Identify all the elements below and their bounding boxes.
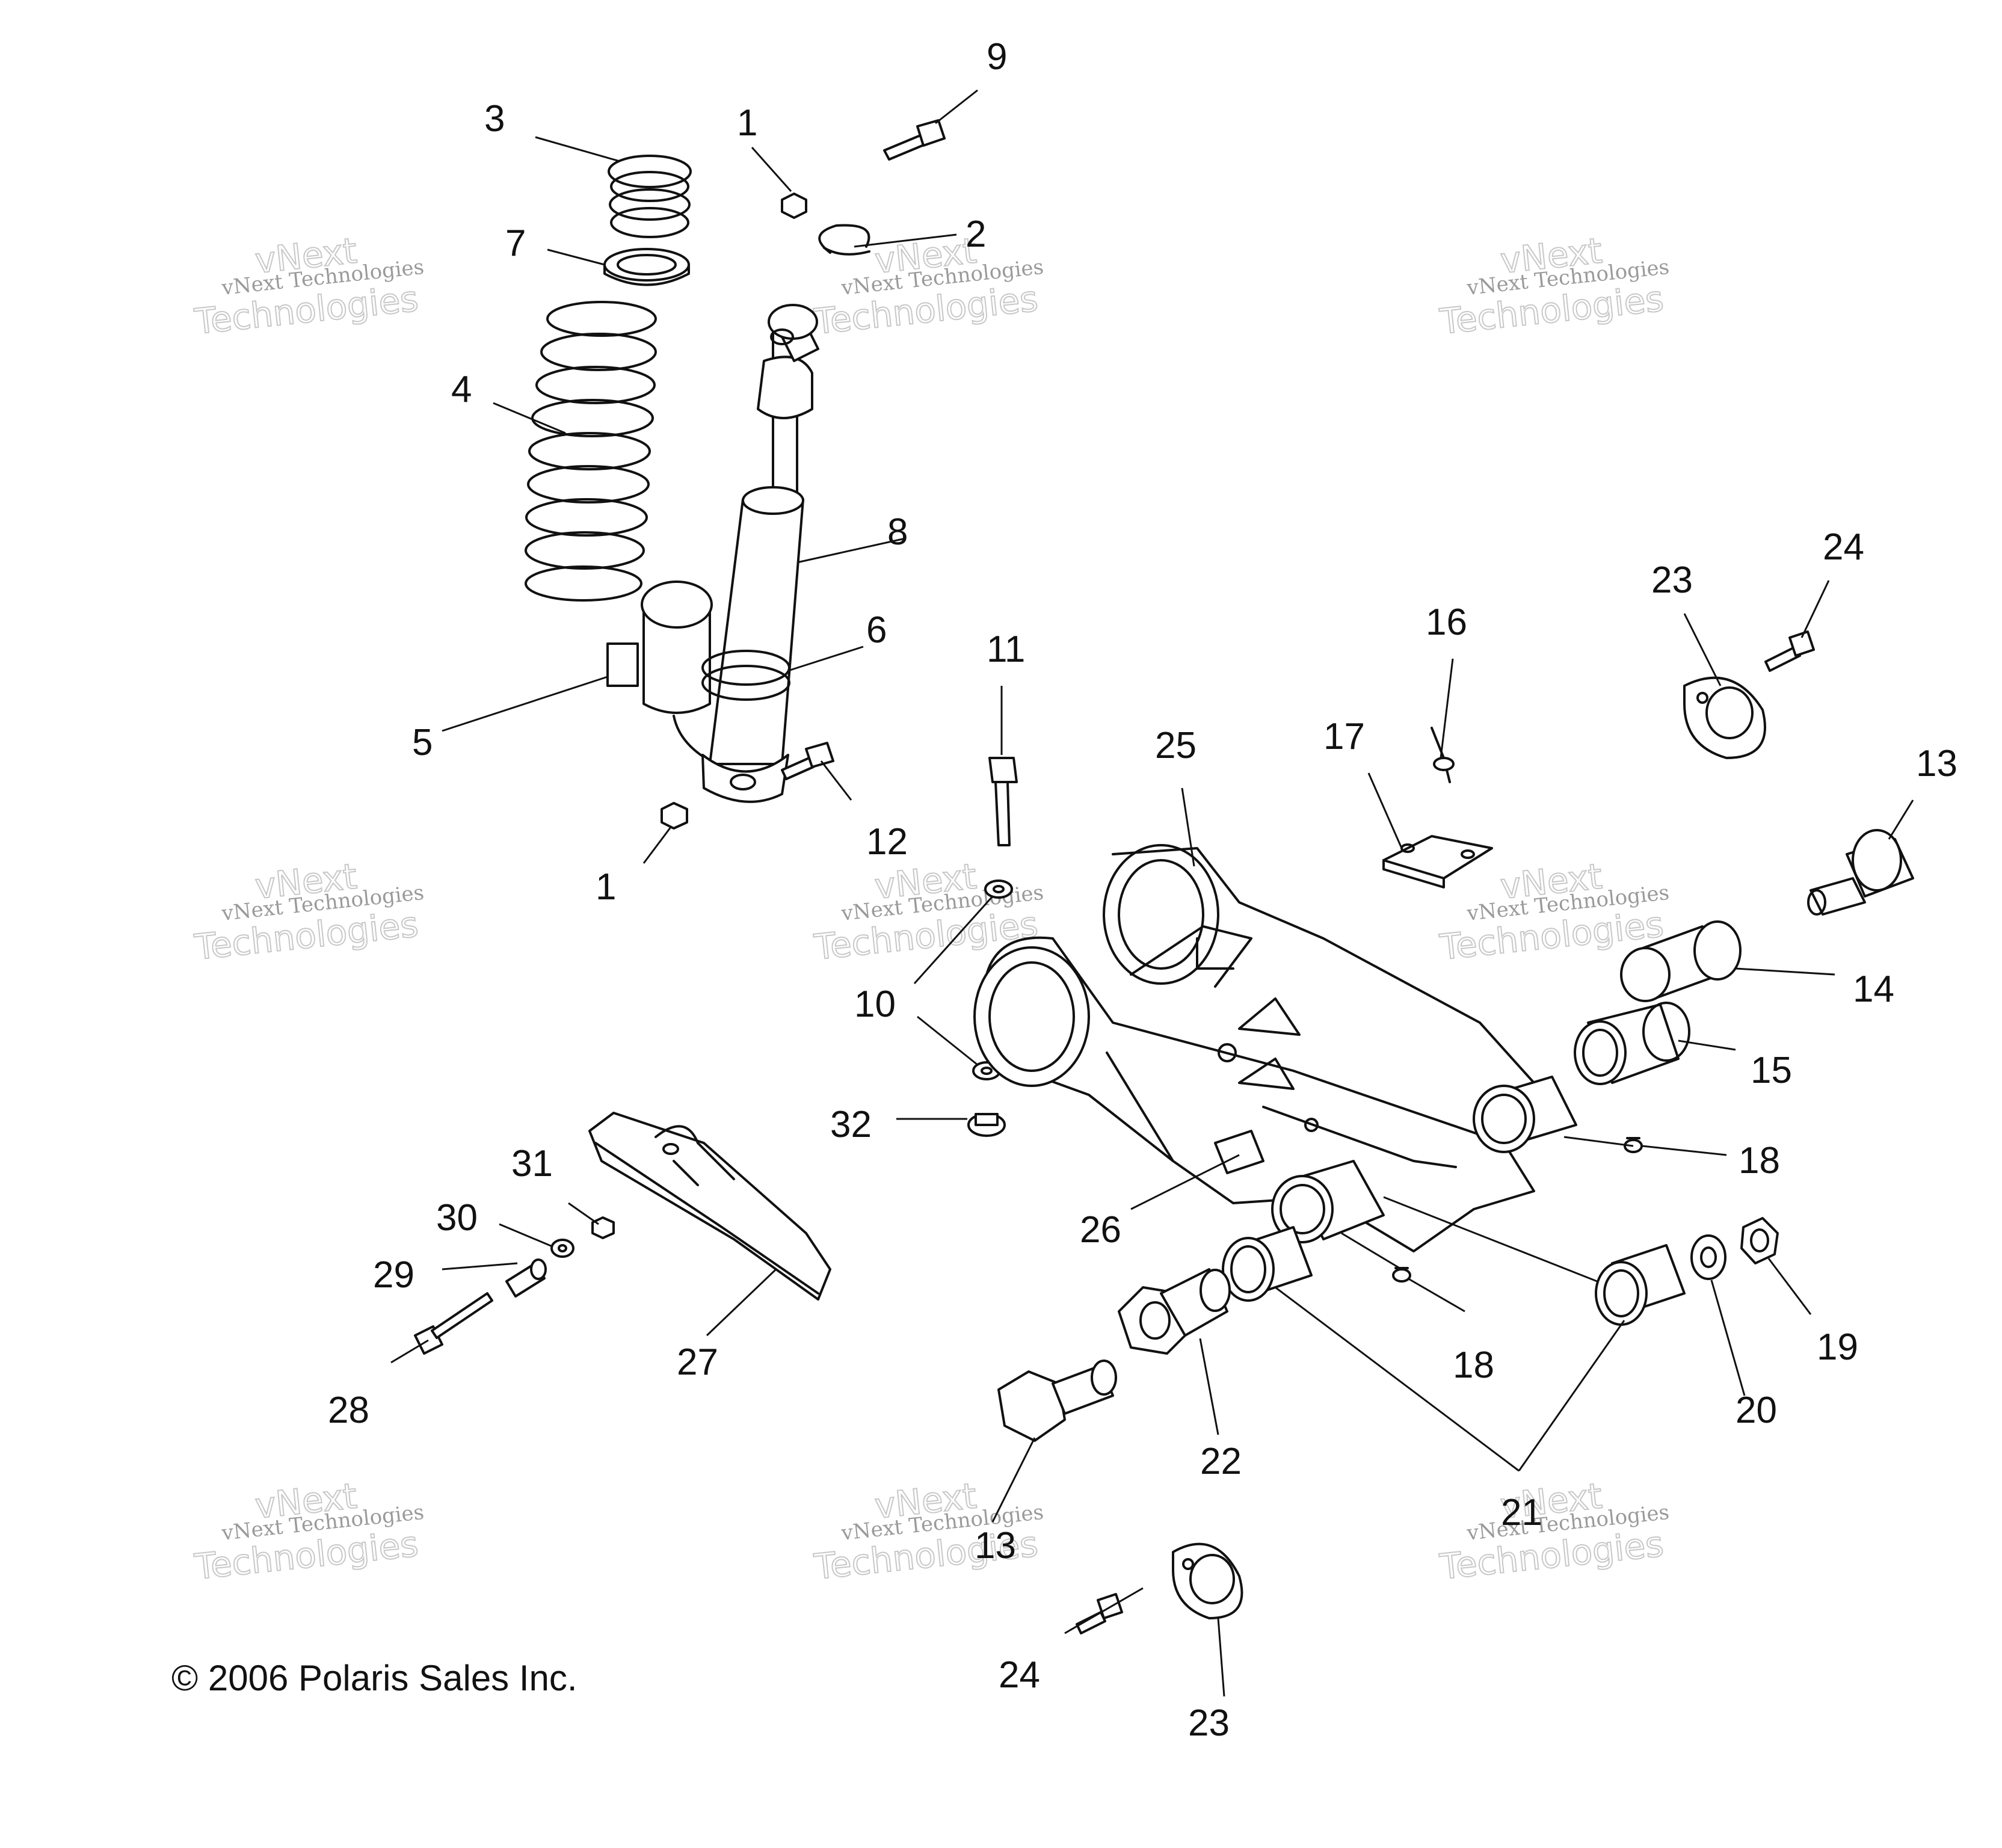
callout-labels: 3 1 9 2 7 4 8 6 5 12 1 11 10 32 25 17 16… <box>328 36 1957 1744</box>
callout-16: 16 <box>1426 602 1467 643</box>
leader-lines <box>390 89 1914 1697</box>
part-spring-retainer <box>608 155 692 238</box>
callout-13-lower: 13 <box>975 1525 1016 1566</box>
part-pad <box>1382 835 1493 889</box>
part-coil-spring <box>525 301 657 602</box>
part-flange-nut <box>967 1113 1006 1137</box>
callout-27: 27 <box>677 1341 718 1383</box>
callout-32: 32 <box>830 1104 872 1145</box>
watermarks: vNext vNext Technologies Technologies vN… <box>192 229 1671 1588</box>
part-bolt-28 <box>414 1292 493 1355</box>
callout-6: 6 <box>866 609 887 651</box>
part-bolt-9 <box>883 119 946 161</box>
part-retaining-clip <box>818 224 870 256</box>
callout-1-lower: 1 <box>596 866 616 908</box>
part-pivot-shaft-upper <box>1807 829 1914 916</box>
callout-4: 4 <box>451 369 472 410</box>
callout-28: 28 <box>328 1390 369 1431</box>
part-reservoir <box>606 581 717 765</box>
part-bearing-15 <box>1574 1002 1690 1085</box>
callout-29: 29 <box>373 1254 414 1296</box>
part-bushing-14 <box>1620 920 1742 1002</box>
part-shock-absorber <box>701 304 819 803</box>
part-washer-30 <box>550 1239 574 1258</box>
callout-25: 25 <box>1155 725 1197 766</box>
callout-11: 11 <box>987 629 1025 670</box>
part-grease-fitting <box>1431 727 1455 783</box>
part-slide-rail <box>588 1112 831 1301</box>
callout-23-upper: 23 <box>1651 559 1693 601</box>
part-bearing-21-right <box>1595 1244 1686 1326</box>
callout-22: 22 <box>1200 1441 1242 1482</box>
part-grease-fitting-18-lower <box>1392 1267 1411 1283</box>
part-nut-lower <box>661 802 688 830</box>
part-swing-arm <box>973 844 1577 1252</box>
callout-24-lower: 24 <box>999 1654 1040 1696</box>
callout-20: 20 <box>1736 1390 1777 1431</box>
part-nut-upper <box>781 192 807 219</box>
part-pivot-bushing-22 <box>1118 1268 1231 1355</box>
watermark: vNext vNext Technologies Technologies <box>192 229 425 342</box>
watermark: vNext vNext Technologies Technologies <box>1437 1474 1671 1588</box>
watermark: vNext vNext Technologies Technologies <box>192 855 425 968</box>
callout-8: 8 <box>887 511 908 553</box>
watermark: vNext vNext Technologies Technologies <box>812 229 1045 342</box>
part-retainer-plate-upper <box>1683 676 1766 759</box>
callout-26: 26 <box>1080 1209 1121 1251</box>
callout-23-lower: 23 <box>1188 1702 1230 1744</box>
callout-17: 17 <box>1323 716 1365 757</box>
part-spring-seat <box>603 248 690 286</box>
callout-9: 9 <box>987 36 1007 78</box>
callout-18-upper: 18 <box>1739 1140 1780 1181</box>
callout-31: 31 <box>511 1143 553 1184</box>
callout-7: 7 <box>505 223 526 264</box>
part-bolt-12 <box>781 742 834 780</box>
part-washer-upper <box>984 879 1013 899</box>
callout-10: 10 <box>854 984 896 1025</box>
watermark: vNext vNext Technologies Technologies <box>1437 229 1671 342</box>
part-band-clamp <box>701 650 790 701</box>
callout-5: 5 <box>412 722 433 763</box>
callout-2: 2 <box>966 214 986 255</box>
part-pivot-shaft-lower <box>997 1360 1117 1442</box>
part-nut-31 <box>591 1216 615 1239</box>
part-long-bolt <box>988 757 1018 846</box>
callout-14: 14 <box>1853 969 1894 1010</box>
part-nut-19 <box>1740 1217 1779 1264</box>
callout-21: 21 <box>1501 1492 1542 1533</box>
callout-1-upper: 1 <box>737 102 757 144</box>
part-washer-20 <box>1690 1234 1726 1280</box>
callout-3: 3 <box>484 98 505 140</box>
callout-15: 15 <box>1751 1050 1792 1091</box>
copyright-notice: © 2006 Polaris Sales Inc. <box>171 1658 578 1698</box>
watermark: vNext vNext Technologies Technologies <box>192 1474 425 1588</box>
callout-30: 30 <box>436 1197 478 1239</box>
callout-12: 12 <box>866 821 908 863</box>
part-retainer-plate-lower <box>1172 1542 1243 1619</box>
part-spacer-29 <box>505 1258 547 1298</box>
part-bearing-21-left <box>1222 1226 1313 1302</box>
callout-13-upper: 13 <box>1916 743 1957 784</box>
part-bolt-24-upper <box>1764 630 1815 672</box>
callout-18-lower: 18 <box>1453 1344 1494 1386</box>
callout-19: 19 <box>1817 1326 1858 1368</box>
callout-24-upper: 24 <box>1823 526 1864 568</box>
